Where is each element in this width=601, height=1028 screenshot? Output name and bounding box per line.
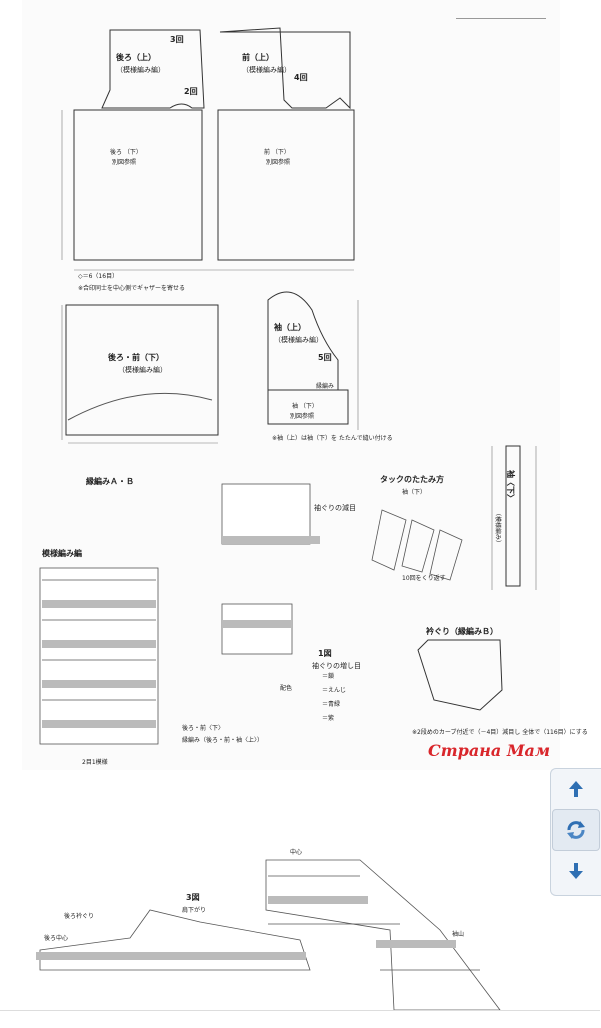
sleeve-long-title: 袖〈下〉 [506, 469, 516, 502]
scroll-nav-widget [550, 768, 601, 896]
back-lower-label: 後ろ （下） [110, 148, 142, 156]
tuck-title: タックのたたみ方 [380, 474, 444, 484]
legend-picot: ＝えんじ [322, 687, 346, 694]
tuck-repeat: 10回をくり返す [402, 575, 446, 582]
sleeve-long-pattern: （模様編み） [494, 510, 502, 546]
back-title: 後ろ（上） [116, 52, 156, 62]
watermark-text: Страна Мам [428, 741, 550, 760]
sleeve-lower-ref: 別図参照 [290, 412, 314, 420]
edge-all-label: 縁編み（後ろ・前・袖〈上〉） [182, 736, 263, 744]
body-lower-title: 後ろ・前（下） [108, 352, 164, 362]
front-title: 前（上） [242, 52, 274, 62]
legend-dark: ＝紫 [322, 714, 334, 722]
decrease-label: 袖ぐりの減目 [314, 503, 356, 512]
neck-back-label: 後ろ衿ぐり [64, 912, 94, 920]
center-label: 中心 [290, 848, 302, 856]
legend-gray: ＝青緑 [322, 700, 340, 708]
pattern-ab-title: 縁編みＡ・Ｂ [86, 476, 134, 486]
back-step3: 3回 [170, 35, 184, 44]
collar-title: 衿ぐり（縁編みＢ） [426, 626, 498, 636]
sleeve-lower-label: 袖 （下） [292, 402, 318, 410]
step3-title: 3図 [186, 893, 200, 902]
main-pattern-title: 模様編み編 [42, 548, 82, 558]
increase-label: 袖ぐりの増し目 [312, 661, 361, 670]
gather-note: ※合印同士を中心側でギャザーを寄せる [78, 284, 185, 292]
step1-label: 1図 [318, 649, 332, 658]
tuck-sub: 袖（下） [402, 488, 426, 496]
neck-center-label: 後ろ中心 [44, 934, 68, 942]
edge-label: 縁編み [316, 382, 334, 390]
sleeve-title: 袖（上） [273, 322, 306, 332]
front-lower-ref: 別図参照 [266, 158, 290, 166]
front-pattern: （模様編み編） [242, 65, 291, 74]
sleeve-step5: 5回 [318, 353, 332, 362]
legend-chain: ＝鎖 [322, 672, 334, 680]
bottom-rule [0, 1010, 600, 1011]
body-lower-pattern: （模様編み編） [118, 365, 167, 374]
back-lower-ref: 別図参照 [112, 158, 136, 166]
scroll-down-button[interactable] [554, 851, 598, 891]
front-lower-label: 前 （下） [264, 148, 290, 156]
front-step4: 4回 [294, 73, 308, 82]
sleeve-cap-label: 袖山 [452, 930, 464, 938]
shoulder-label: 肩下がり [182, 906, 206, 914]
sleeve-pattern: （模様編み編） [274, 335, 323, 344]
back-step2: 2回 [184, 87, 198, 96]
scroll-down-icon [569, 863, 583, 879]
collar-note: ※2段めのカーブ付近で（－4目）減目し 全体で（116目）にする [412, 728, 588, 736]
neckline-diagram: 3図 肩下がり 後ろ衿ぐり 後ろ中心 中心 袖山 [0, 800, 600, 1024]
repeat-label: 2目1模様 [82, 758, 108, 766]
back-front-lower-label: 後ろ・前〈下〉 [182, 724, 224, 732]
refresh-button[interactable] [552, 809, 600, 851]
refresh-icon [567, 821, 585, 839]
back-pattern: （模様編み編） [116, 65, 165, 74]
scroll-up-icon [569, 781, 583, 797]
crochet-pattern-diagram: 後ろ（上） （模様編み編） 3回 2回 後ろ （下） 別図参照 前（上） （模様… [22, 0, 588, 770]
sleeve-note: ※袖（上）は袖（下）を たたんで縫い付ける [272, 434, 393, 442]
top-rule [456, 18, 546, 19]
stitch-note: ◇＝6（16目） [78, 273, 118, 280]
scroll-up-button[interactable] [554, 769, 598, 809]
legend-title: 配色 [280, 684, 292, 692]
